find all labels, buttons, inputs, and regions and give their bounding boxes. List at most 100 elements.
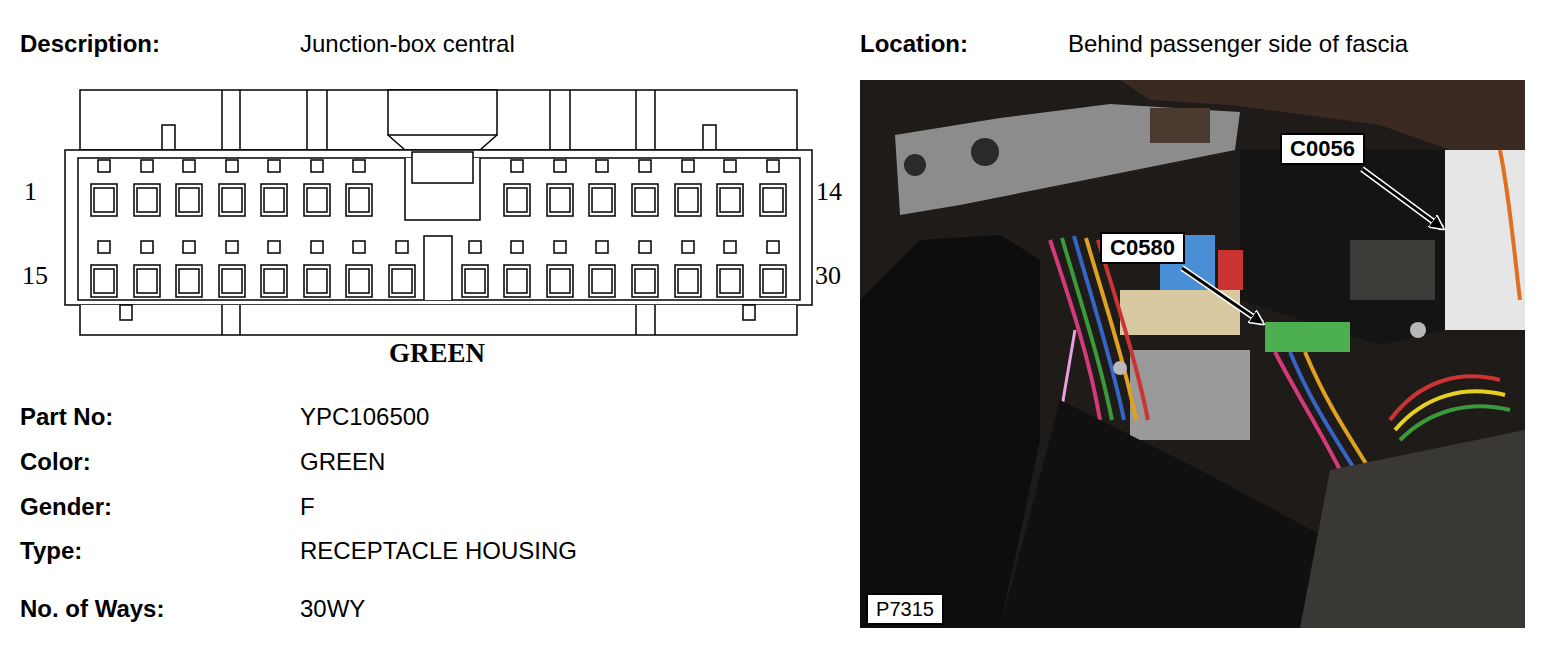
wire xyxy=(1290,352,1355,470)
module xyxy=(1350,240,1435,300)
pin-cavity xyxy=(134,160,160,216)
field-value: F xyxy=(300,493,315,522)
housing-bottom xyxy=(80,305,797,335)
pin-cavity xyxy=(134,241,160,297)
callout-label: C0580 xyxy=(1100,232,1185,264)
bolt xyxy=(1113,361,1127,375)
pin-number: 1 xyxy=(24,176,37,207)
field-value: Junction-box central xyxy=(300,30,515,59)
callout-label: C0056 xyxy=(1280,133,1365,165)
leader-line-outline xyxy=(1362,169,1442,228)
pin-number: 14 xyxy=(816,176,842,207)
callout-text: P7315 xyxy=(868,597,942,621)
bracket xyxy=(1130,350,1250,440)
field-name: Gender: xyxy=(20,493,112,522)
wire xyxy=(1500,150,1520,300)
housing-bump xyxy=(703,125,716,150)
pin-cavity xyxy=(346,241,372,297)
pin-cavity xyxy=(219,160,245,216)
housing-bump xyxy=(162,125,175,150)
housing-color: GREEN xyxy=(389,337,485,369)
white-connector xyxy=(1445,150,1525,330)
housing-rib xyxy=(569,90,571,150)
wire xyxy=(1086,238,1136,420)
bracket-hole xyxy=(971,138,999,166)
pin-cavity xyxy=(91,241,117,297)
pin-cavity xyxy=(760,241,786,297)
photo-reference: P7315 xyxy=(866,593,944,625)
wire xyxy=(1098,240,1148,420)
housing-tab xyxy=(743,305,755,320)
housing-rib xyxy=(221,90,223,150)
housing-rib xyxy=(635,90,637,150)
wire xyxy=(1275,352,1340,470)
pin-number: 15 xyxy=(22,260,48,291)
bolt xyxy=(1410,322,1426,338)
pin-cavity xyxy=(261,160,287,216)
green-connector xyxy=(1265,322,1350,352)
latch-window xyxy=(412,152,473,183)
pin-cavity xyxy=(589,160,615,216)
trim-panel xyxy=(860,235,1040,628)
field-name: Description: xyxy=(20,30,160,59)
housing-rib xyxy=(239,305,241,335)
metal-bracket xyxy=(895,104,1240,215)
field-name: Location: xyxy=(860,30,968,59)
pin-cavity xyxy=(462,241,488,297)
pin-cavity xyxy=(632,241,658,297)
housing-rib xyxy=(306,90,308,150)
dash-bracket xyxy=(1150,108,1210,143)
field-value: GREEN xyxy=(300,448,385,477)
housing-top xyxy=(80,90,797,150)
pin-cavity xyxy=(176,160,202,216)
pin-cavity xyxy=(346,160,372,216)
trim-panel xyxy=(1000,400,1330,628)
pin-cavity xyxy=(547,241,573,297)
pin-cavity xyxy=(176,241,202,297)
pin-cavity xyxy=(760,160,786,216)
leader-arrow xyxy=(1362,169,1442,228)
pin-cavity xyxy=(91,160,117,216)
housing-tab xyxy=(120,305,132,320)
housing-body xyxy=(65,150,812,305)
leader-line-outline xyxy=(1182,268,1262,323)
housing-rib xyxy=(654,305,656,335)
pin-cavity xyxy=(632,160,658,216)
field-value: Behind passenger side of fascia xyxy=(1068,30,1408,59)
field-name: No. of Ways: xyxy=(20,595,164,624)
junction-box xyxy=(1240,150,1445,345)
pin-cavity xyxy=(219,241,245,297)
field-name: Part No: xyxy=(20,403,113,432)
pin-cavity xyxy=(717,241,743,297)
pin-cavity xyxy=(304,241,330,297)
wire xyxy=(1305,352,1370,470)
field-name: Type: xyxy=(20,537,82,566)
pin-cavity xyxy=(304,160,330,216)
wire xyxy=(1400,406,1510,440)
carpet xyxy=(1300,430,1525,628)
fuse xyxy=(1218,250,1243,290)
pin-number: 30 xyxy=(815,260,841,291)
housing-rib xyxy=(654,90,656,150)
pin-cavity xyxy=(717,160,743,216)
field-name: Color: xyxy=(20,448,91,477)
pin-cavity xyxy=(675,160,701,216)
pin-cavity xyxy=(675,241,701,297)
field-value: YPC106500 xyxy=(300,403,429,432)
housing-rib xyxy=(221,305,223,335)
pin-cavity xyxy=(261,241,287,297)
pin-cavity xyxy=(547,160,573,216)
field-value: RECEPTACLE HOUSING xyxy=(300,537,577,566)
housing-latch xyxy=(388,90,497,135)
pin-cavity xyxy=(389,241,415,297)
housing-latch xyxy=(388,135,497,150)
housing-rib xyxy=(239,90,241,150)
pin-cavity xyxy=(504,160,530,216)
leader-arrow xyxy=(1182,268,1262,323)
key-slot xyxy=(424,236,452,300)
photo-ground xyxy=(860,80,1525,628)
bracket-hole xyxy=(904,154,926,176)
pin-cavity xyxy=(504,241,530,297)
field-value: 30WY xyxy=(300,595,365,624)
